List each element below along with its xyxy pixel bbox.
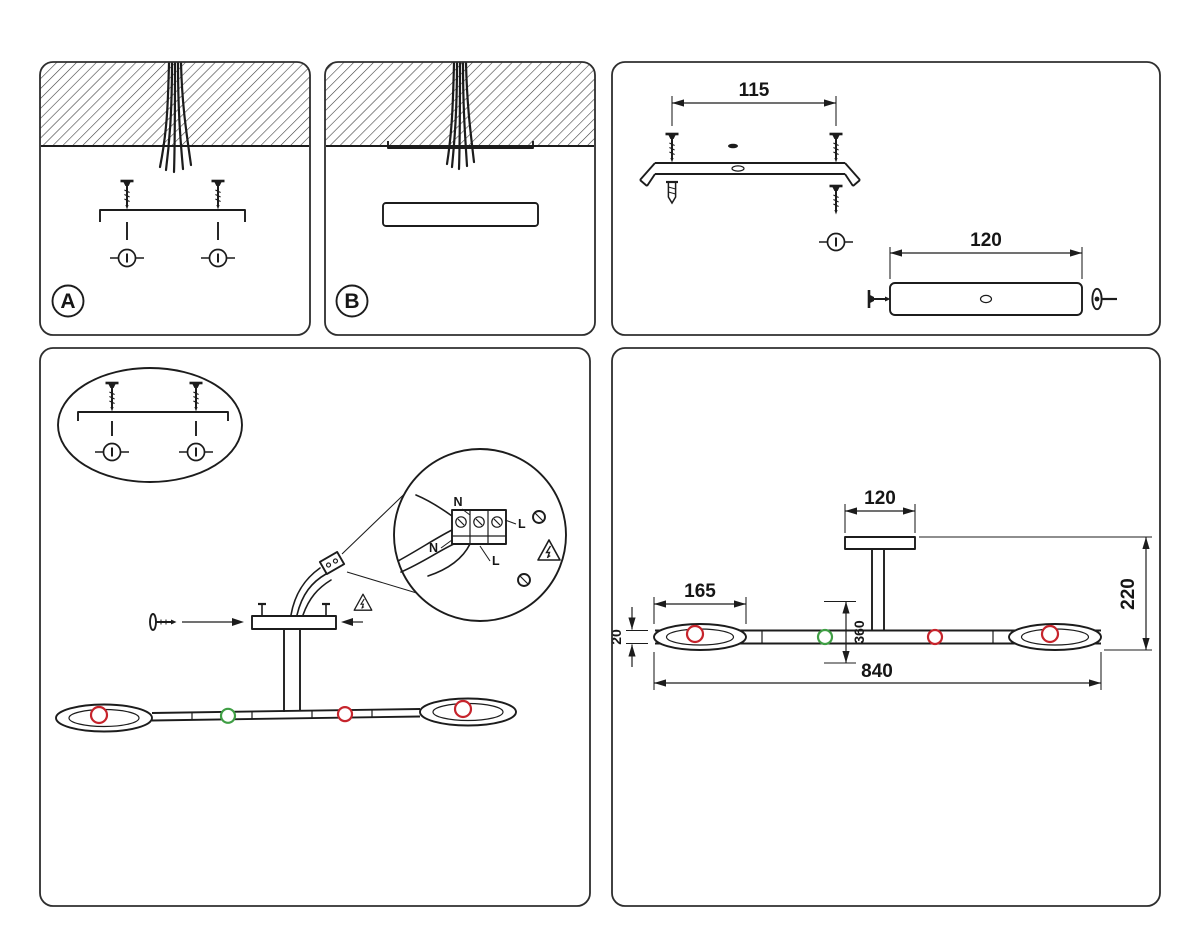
canopy-assembly — [149, 550, 373, 712]
flush-bracket — [387, 141, 534, 149]
dim-20-label: 20 — [608, 629, 624, 645]
lamp-marker-red — [685, 624, 705, 644]
wing-nut — [109, 248, 145, 268]
dim-115-label: 115 — [739, 80, 770, 101]
wing-nut — [200, 248, 236, 268]
dimension-120-canopy: 120 — [889, 230, 1083, 279]
panel-mounting-parts: 115 120 — [611, 61, 1161, 336]
step-a-badge — [51, 284, 85, 318]
step-b-badge — [335, 284, 369, 318]
step-b-label: B — [344, 290, 359, 313]
wires — [397, 494, 471, 577]
wall-anchor — [664, 180, 680, 205]
dimension-360: 360 — [824, 600, 867, 664]
mounting-screws — [119, 179, 226, 211]
wiring-detail-inset: N L N L — [393, 448, 567, 622]
dimension-120: 120 — [844, 488, 916, 533]
dimension-20: 20 — [608, 607, 648, 667]
screw — [256, 602, 268, 618]
screw — [828, 132, 844, 164]
screw — [210, 179, 226, 211]
terminal-screw-icon — [517, 573, 531, 587]
dim-165-label: 165 — [684, 581, 716, 602]
lamp-marker-red — [453, 699, 473, 719]
callout-line — [346, 571, 421, 595]
bar-bottom — [151, 715, 421, 722]
keyhole-slot — [728, 143, 738, 149]
side-screw — [149, 613, 177, 631]
panel-a-frame — [39, 61, 311, 336]
wing-nut — [178, 442, 214, 462]
wing-nut — [94, 442, 130, 462]
lamp-marker-red — [89, 705, 109, 725]
screw — [828, 184, 844, 216]
terminal-l-bottom-label: L — [492, 554, 500, 568]
wing-nut — [818, 232, 854, 252]
ceiling-bracket — [639, 143, 861, 187]
canopy — [844, 536, 916, 550]
screw — [188, 381, 204, 413]
mains-wires — [445, 61, 476, 171]
marker-green — [816, 628, 834, 646]
dim-220-label: 220 — [1118, 578, 1139, 610]
bar-top — [151, 708, 421, 714]
terminal-l-top-label: L — [518, 517, 526, 531]
electrical-warning-icon — [353, 593, 373, 611]
canopy-plate — [889, 282, 1083, 316]
dimension-165: 165 — [653, 581, 747, 624]
dim-120-label: 120 — [970, 230, 1002, 251]
dim-840-label: 840 — [861, 661, 893, 682]
side-wing-nut — [1091, 287, 1117, 311]
panel-step-a: A — [39, 61, 311, 336]
terminal-block — [451, 509, 507, 545]
dimension-115: 115 — [671, 80, 837, 126]
insert-arrow-left-icon — [341, 618, 363, 626]
marker-green — [219, 707, 237, 724]
side-screw — [867, 290, 891, 308]
mains-wires — [158, 61, 193, 174]
mounting-bracket — [99, 209, 246, 222]
panel-b-frame — [324, 61, 596, 336]
fixture-perspective — [55, 697, 517, 733]
lamp-marker-red — [1040, 624, 1060, 644]
screw — [119, 179, 135, 211]
panel-step-b: B — [324, 61, 596, 336]
mounting-bracket — [77, 411, 229, 421]
dimension-220: 220 — [919, 536, 1152, 651]
panel-dimensions-frame — [611, 347, 1161, 907]
canopy-plate — [382, 202, 539, 227]
terminal-n-bottom-label: N — [429, 541, 438, 555]
insert-arrow-right-icon — [182, 618, 244, 626]
marker-red — [336, 705, 354, 723]
panel-mounting-frame — [611, 61, 1161, 336]
dim-120-label: 120 — [864, 488, 896, 509]
terminal-screw-icon — [532, 510, 546, 524]
lead-wires — [290, 567, 332, 616]
dim-360-label: 360 — [851, 620, 867, 644]
bracket-detail-inset — [57, 367, 243, 483]
terminal-n-top-label: N — [453, 495, 462, 509]
terminal-connector — [318, 550, 346, 576]
panel-assembly: N L N L — [39, 347, 591, 907]
marker-red — [926, 628, 944, 646]
panel-dimensions: 120 165 360 20 220 — [608, 347, 1161, 907]
screw — [664, 132, 680, 164]
step-a-label: A — [60, 290, 75, 313]
fixture-front — [653, 536, 1102, 651]
dimension-840: 840 — [653, 652, 1102, 690]
screw — [104, 381, 120, 413]
canopy-hole — [979, 294, 993, 304]
screw — [320, 602, 332, 618]
panel-assembly-frame — [39, 347, 591, 907]
